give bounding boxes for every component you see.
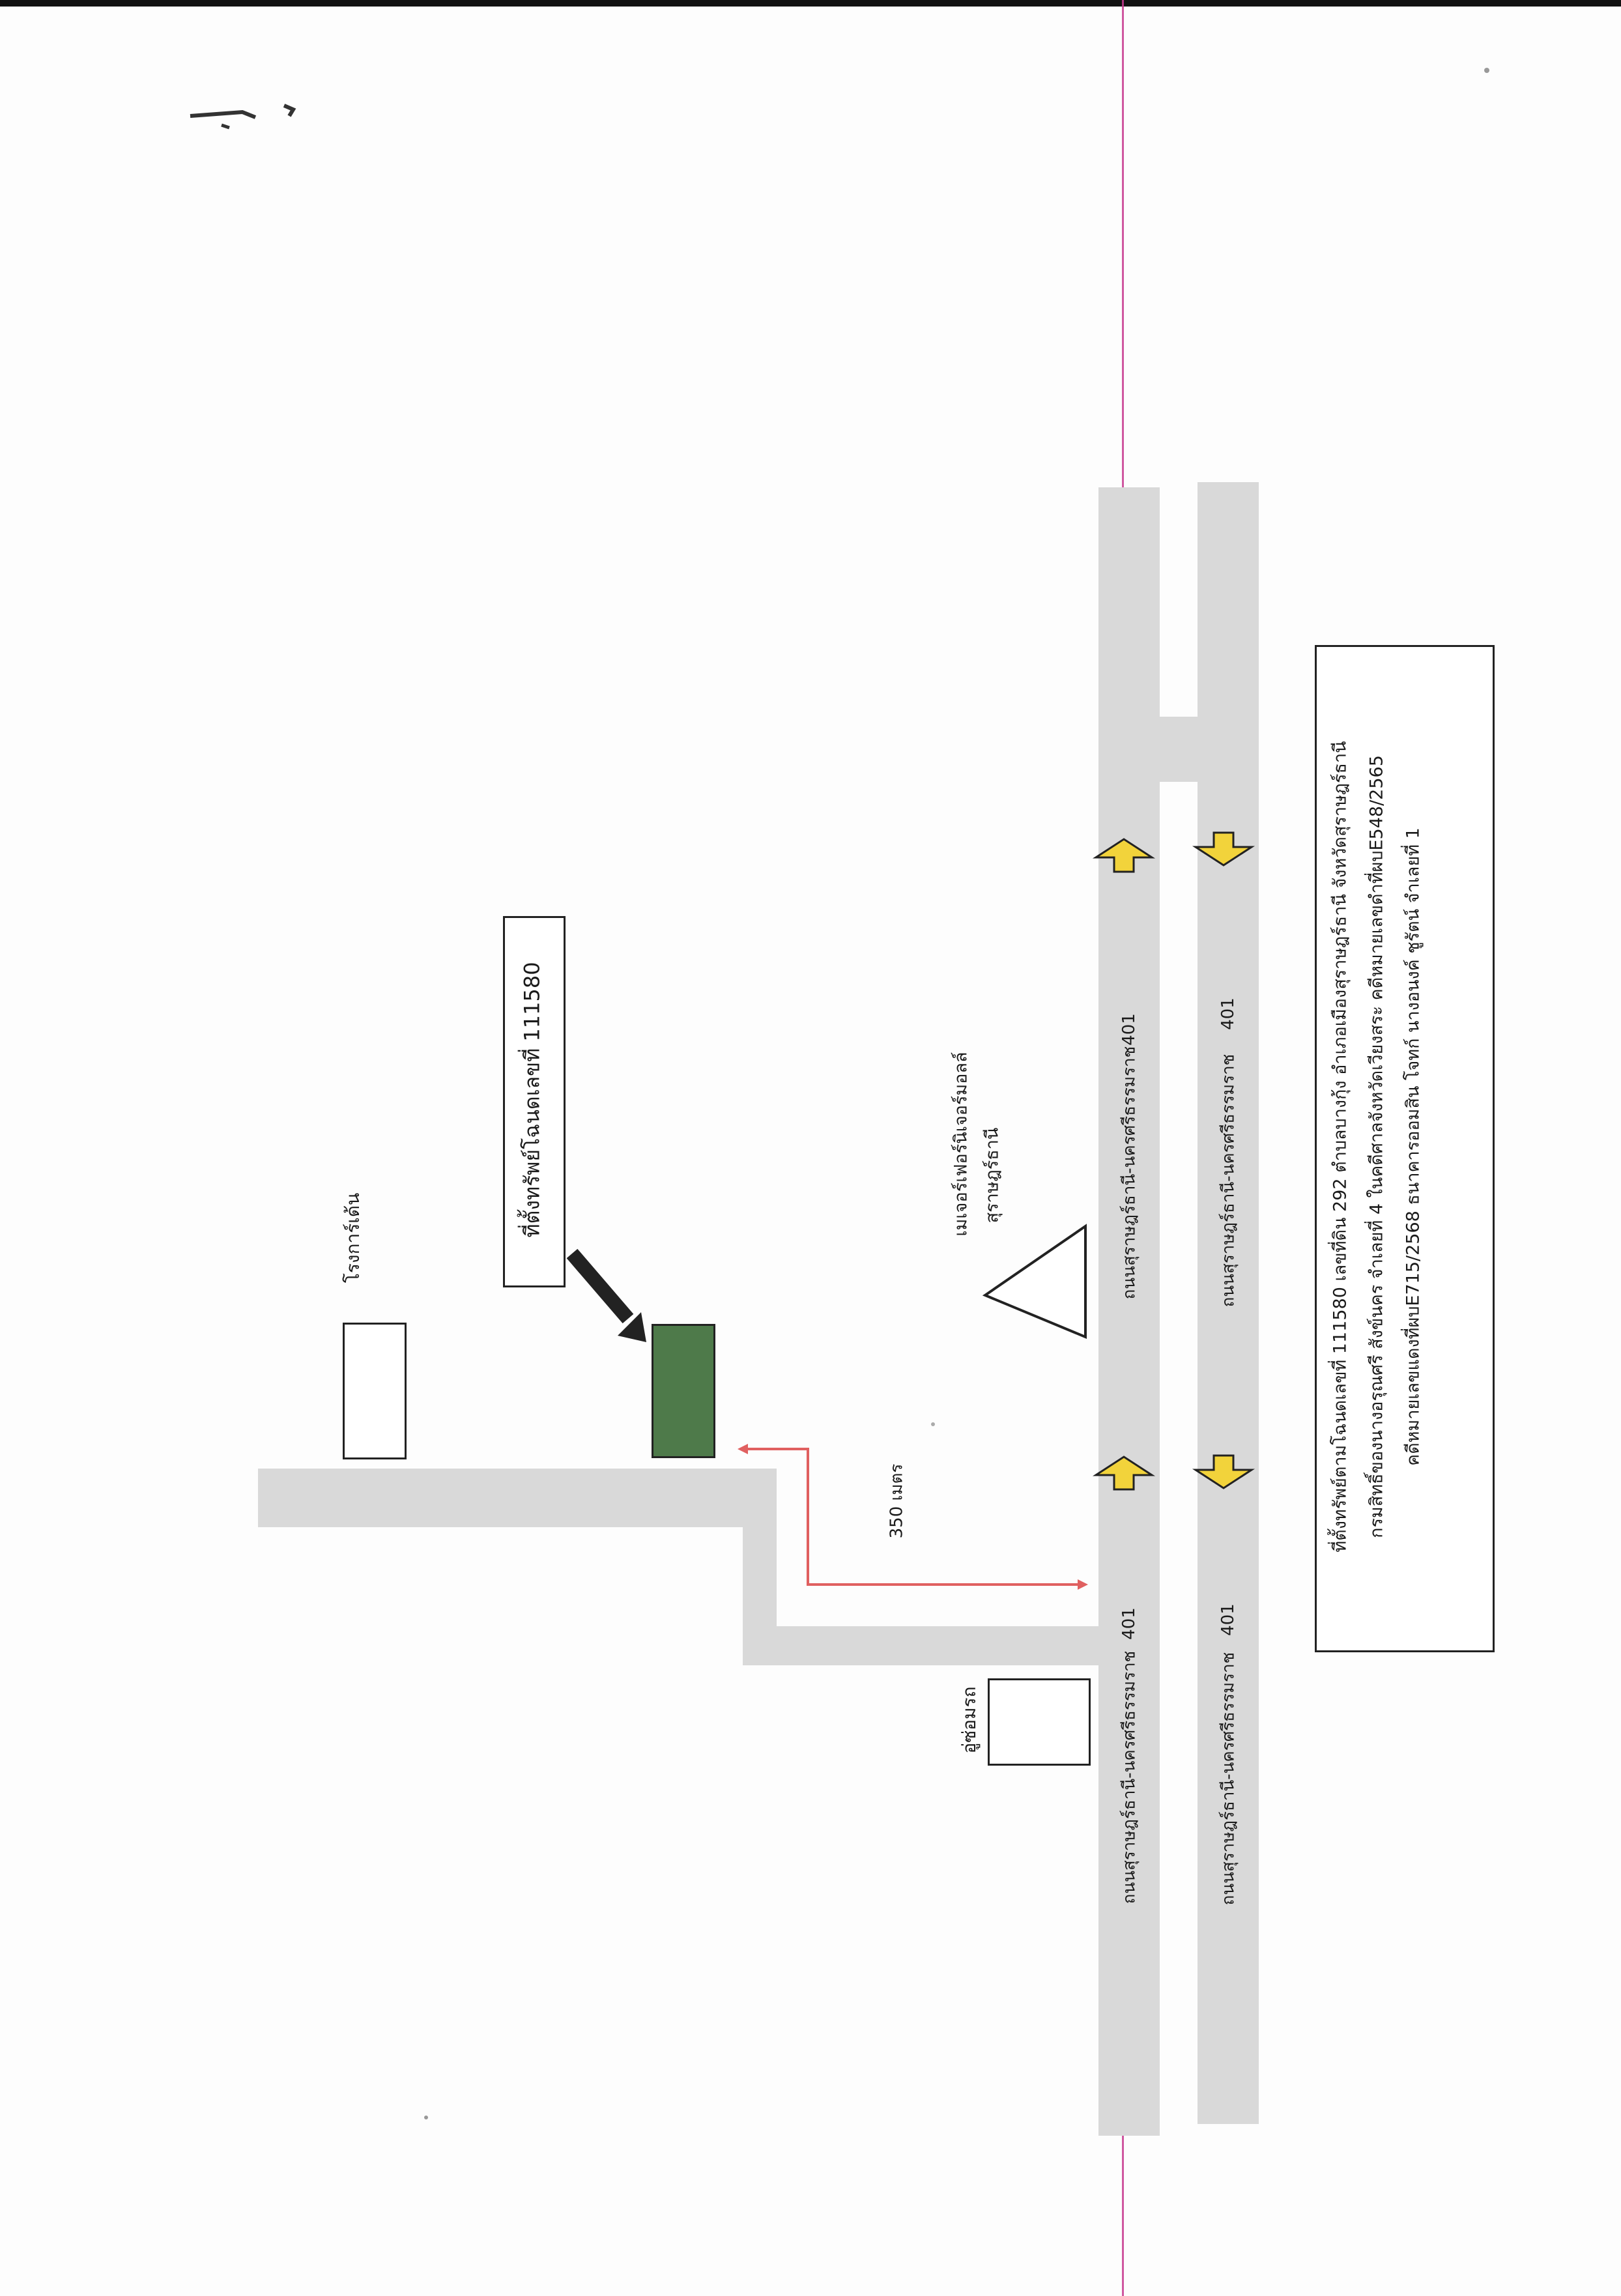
road-number-lower-left: 401: [1218, 1603, 1238, 1636]
furniture-store-label-city: สุราษฎร์ธานี: [982, 1127, 1003, 1224]
auto-repair-building: [988, 1678, 1091, 1766]
note-line-3: คดีหมายเลขแดงที่ผบE715/2568 ธนาคารออมสิน…: [1403, 827, 1424, 1466]
auto-repair-label: อู่ซ่อมรถ: [958, 1686, 980, 1754]
scan-top-edge: [0, 0, 1621, 7]
main-road-upper: [1098, 487, 1160, 2136]
note-line-2: กรมสิทธิ์ของนางอรุณศรี สังข์นคร จำเลยที่…: [1366, 755, 1387, 1538]
furniture-store-label: เมเจอร์เฟอร์นิเจอร์มอลล์: [951, 1052, 971, 1237]
road-name-lower-right: ถนนสุราษฎร์ธานี-นครศรีธรรมราช: [1218, 1054, 1239, 1308]
side-road-horizontal: [258, 1469, 777, 1527]
side-road-connector: [743, 1626, 1101, 1665]
road-number-lower-right: 401: [1218, 997, 1238, 1030]
property-label: ที่ตั้งทรัพย์โฉนดเลขที่ 111580: [519, 962, 545, 1238]
textile-factory-building: [343, 1323, 407, 1459]
triangle-landmark-icon: [982, 1224, 1087, 1339]
note-box: [1315, 645, 1495, 1652]
pointer-arrow-icon: [566, 1248, 646, 1342]
road-name-upper-left: ถนนสุราษฎร์ธานี-นครศรีธรรมราช: [1119, 1650, 1140, 1904]
note-line-1: ที่ตั้งทรัพย์ตามโฉนดเลขที่ 111580 เลขที่…: [1330, 741, 1351, 1553]
road-name-lower-left: ถนนสุราษฎร์ธานี-นครศรีธรรมราช: [1218, 1652, 1239, 1906]
road-number-upper-left: 401: [1119, 1607, 1139, 1640]
distance-label: 350 เมตร: [887, 1463, 907, 1539]
road-number-upper-right: 401: [1119, 1013, 1139, 1046]
road-median-gap: [1158, 717, 1199, 782]
direction-arrow-icon: [1092, 831, 1255, 1491]
property-label-box: [503, 916, 566, 1287]
textile-factory-label: โรงการ์เด้น: [342, 1192, 364, 1284]
road-name-upper-right: ถนนสุราษฎร์ธานี-นครศรีธรรมราช: [1119, 1046, 1140, 1300]
distance-line: [738, 1444, 1088, 1590]
main-road-lower: [1198, 482, 1259, 2124]
property-plot: [652, 1324, 715, 1458]
